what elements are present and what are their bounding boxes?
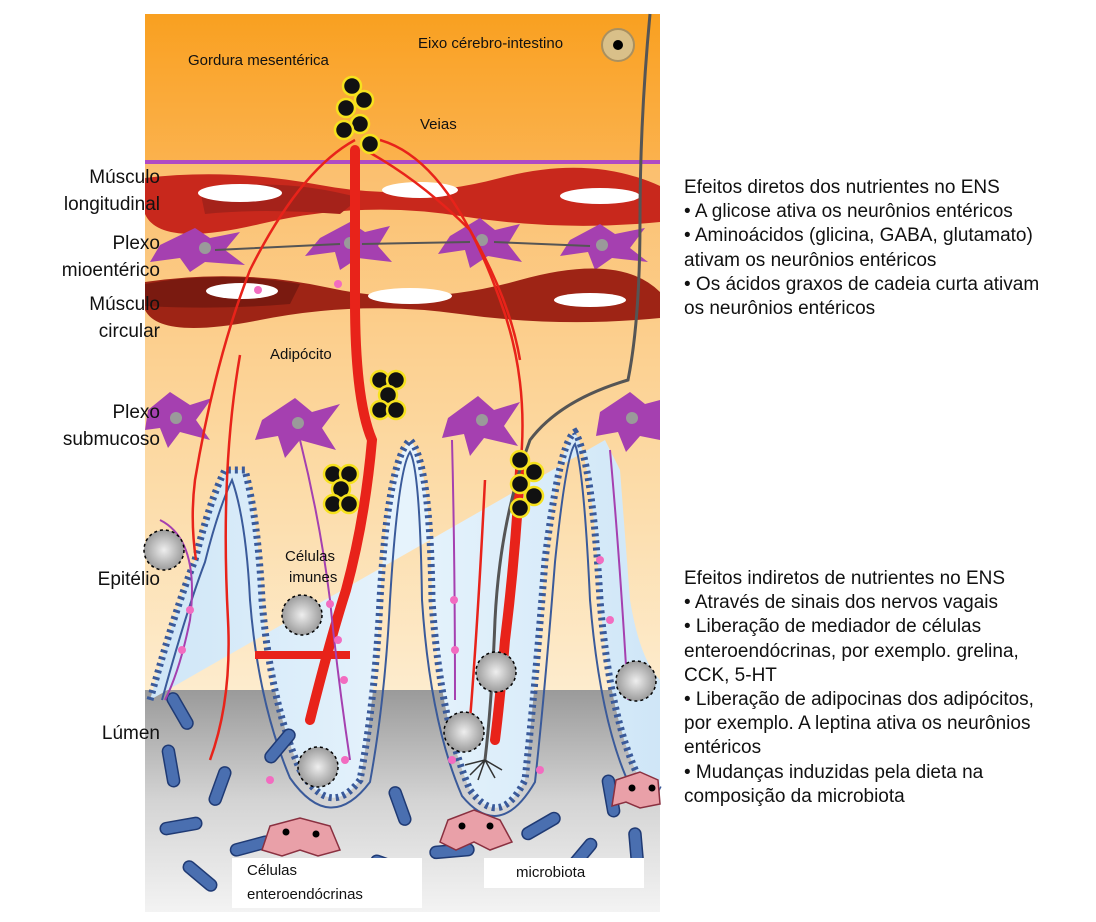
immune-cells-label-2: imunes xyxy=(289,569,337,587)
lumen-label: Lúmen xyxy=(0,722,160,746)
indirect-effects-item: CCK, 5-HT xyxy=(684,664,1094,688)
submucosal-plexus-label-2: submucoso xyxy=(0,428,160,452)
indirect-effects-title: Efeitos indiretos de nutrientes no ENS xyxy=(684,567,1094,591)
mesenteric-fat-label: Gordura mesentérica xyxy=(188,52,329,70)
longitudinal-muscle-label-2: longitudinal xyxy=(0,193,160,217)
indirect-effects-item: por exemplo. A leptina ativa os neurônio… xyxy=(684,712,1094,736)
myenteric-plexus-label-1: Plexo xyxy=(0,232,160,256)
indirect-effects-item: enteroendócrinas, por exemplo. grelina, xyxy=(684,640,1094,664)
circular-muscle-label-1: Músculo xyxy=(0,293,160,317)
direct-effects-item: os neurônios entéricos xyxy=(684,297,1094,321)
submucosal-plexus-label-1: Plexo xyxy=(0,401,160,425)
longitudinal-muscle-label-1: Músculo xyxy=(0,166,160,190)
indirect-effects-item: • Através de sinais dos nervos vagais xyxy=(684,591,1094,615)
direct-effects-item: • Os ácidos graxos de cadeia curta ativa… xyxy=(684,273,1094,297)
indirect-effects-block: Efeitos indiretos de nutrientes no ENS •… xyxy=(684,567,1094,809)
direct-effects-item: ativam os neurônios entéricos xyxy=(684,249,1094,273)
indirect-effects-item: entéricos xyxy=(684,736,1094,760)
microbiota-label: microbiota xyxy=(516,864,585,882)
mesenteric-fat-layer xyxy=(145,14,660,164)
indirect-effects-item: • Liberação de mediador de células xyxy=(684,615,1094,639)
enteroendocrine-label-1: Células xyxy=(247,862,297,880)
epithelium-label: Epitélio xyxy=(0,568,160,592)
direct-effects-block: Efeitos diretos dos nutrientes no ENS • … xyxy=(684,176,1094,321)
circular-muscle-label-2: circular xyxy=(0,320,160,344)
indirect-effects-item: composição da microbiota xyxy=(684,785,1094,809)
direct-effects-item: • A glicose ativa os neurônios entéricos xyxy=(684,200,1094,224)
myenteric-plexus-label-2: mioentérico xyxy=(0,259,160,283)
gut-brain-axis-node xyxy=(602,29,634,61)
direct-effects-item: • Aminoácidos (glicina, GABA, glutamato) xyxy=(684,224,1094,248)
indirect-effects-item: • Mudanças induzidas pela dieta na xyxy=(684,761,1094,785)
immune-cells-label-1: Células xyxy=(285,548,335,566)
enteroendocrine-label-2: enteroendócrinas xyxy=(247,886,363,904)
direct-effects-title: Efeitos diretos dos nutrientes no ENS xyxy=(684,176,1094,200)
veins-label: Veias xyxy=(420,116,457,134)
indirect-effects-item: • Liberação de adipocinas dos adipócitos… xyxy=(684,688,1094,712)
adipocyte-label: Adipócito xyxy=(270,346,332,364)
gut-brain-axis-label: Eixo cérebro-intestino xyxy=(418,35,563,53)
